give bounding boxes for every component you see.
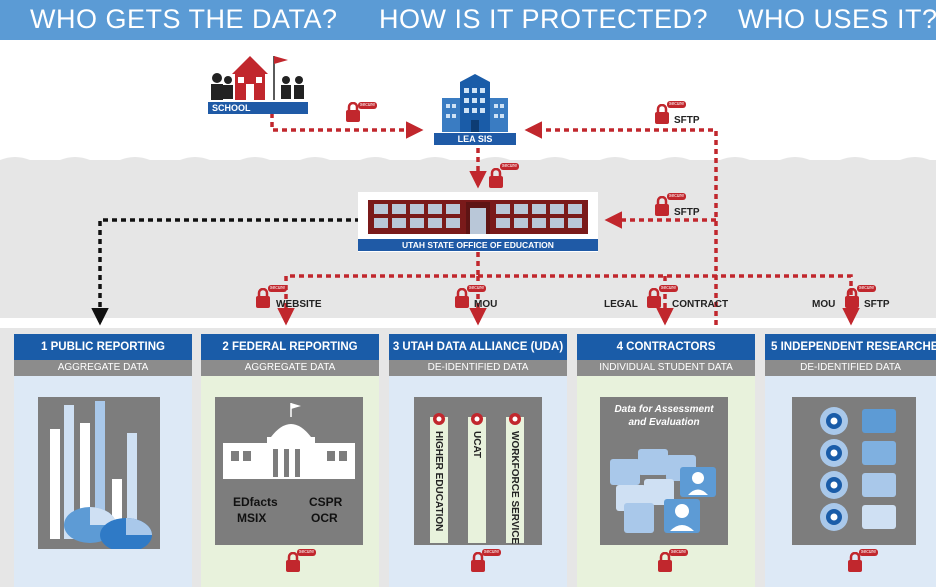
mou-researchers-label: MOU xyxy=(812,299,836,310)
caption-line-1: Data for Assessment xyxy=(614,404,714,415)
column-header-researchers: 5 INDEPENDENT RESEARCHERS xyxy=(765,334,936,360)
secure-tag: secure xyxy=(358,102,378,109)
secure-tag: secure xyxy=(500,163,520,170)
higher-ed-bar xyxy=(430,417,448,543)
lock-icon xyxy=(286,552,300,572)
lock-icon xyxy=(655,196,669,216)
header-how-protected: HOW IS IT PROTECTED? xyxy=(379,4,709,34)
lock-icon xyxy=(489,168,503,188)
usoe-building-icon xyxy=(368,200,588,234)
building-icon xyxy=(442,74,508,132)
lock-icon xyxy=(455,288,469,308)
sftp-mid-label: SFTP xyxy=(674,207,700,218)
band-divider xyxy=(0,318,936,328)
caption-line-2: and Evaluation xyxy=(628,417,700,428)
edfacts-label: EDfacts xyxy=(233,495,278,509)
column-header-contractors: 4 CONTRACTORS xyxy=(577,334,755,360)
column-sub-researchers: DE-IDENTIFIED DATA xyxy=(765,360,936,376)
column-sub-federal: AGGREGATE DATA xyxy=(201,360,379,376)
column-header-public: 1 PUBLIC REPORTING xyxy=(14,334,192,360)
secure-tag: secure xyxy=(268,285,288,292)
bar-pie-chart-icon xyxy=(50,401,152,552)
usoe-to-researchers-line xyxy=(478,274,860,326)
website-label: WEBSITE xyxy=(276,299,322,310)
lea-sis-node: LEA SIS xyxy=(434,72,516,146)
contract-label: CONTRACT xyxy=(672,299,729,310)
contractor-to-lea-line xyxy=(524,121,718,325)
usoe-to-federal-line xyxy=(277,252,480,326)
school-node: SCHOOL xyxy=(208,52,312,114)
sftp-top-label: SFTP xyxy=(674,115,700,126)
ucat-bar xyxy=(468,417,486,543)
lea-sis-label: LEA SIS xyxy=(434,133,516,145)
secure-tag: secure xyxy=(859,549,879,556)
uda-panel: HIGHER EDUCATION UCAT WORKFORCE SERVICE xyxy=(414,397,542,545)
lock-icon xyxy=(845,288,859,308)
school-icon xyxy=(211,56,304,100)
contractors-caption: Data for Assessment and Evaluation xyxy=(600,403,728,429)
school-label: SCHOOL xyxy=(208,102,308,114)
lock-icon xyxy=(256,288,270,308)
header-who-uses: WHO USES IT? xyxy=(738,4,936,34)
secure-tag: secure xyxy=(659,285,679,292)
msix-label: MSIX xyxy=(237,511,267,525)
ocr-label: OCR xyxy=(311,511,338,525)
ucat-label: UCAT xyxy=(471,431,482,459)
lock-icon xyxy=(848,552,862,572)
secure-tag: secure xyxy=(667,101,687,108)
wave-divider-top xyxy=(0,157,936,166)
workforce-service-label: WORKFORCE SERVICE xyxy=(509,431,520,545)
secure-tag: secure xyxy=(667,193,687,200)
uda-lock-icons xyxy=(433,413,521,425)
lock-icon xyxy=(655,104,669,124)
secure-tag: secure xyxy=(669,549,689,556)
legal-label: LEGAL xyxy=(604,299,638,310)
higher-education-label: HIGHER EDUCATION xyxy=(433,431,444,532)
column-header-uda: 3 UTAH DATA ALLIANCE (UDA) xyxy=(389,334,567,360)
header-who-gets: WHO GETS THE DATA? xyxy=(30,4,338,34)
secure-tag: secure xyxy=(482,549,502,556)
capitol-icon xyxy=(223,403,355,479)
column-sub-public: AGGREGATE DATA xyxy=(14,360,192,376)
researchers-panel xyxy=(792,397,916,545)
contractors-panel: Data for Assessment and Evaluation xyxy=(600,397,728,545)
lock-icon xyxy=(658,552,672,572)
public-reporting-panel xyxy=(38,397,160,552)
column-header-federal: 2 FEDERAL REPORTING xyxy=(201,334,379,360)
secure-tag: secure xyxy=(467,285,487,292)
researchers-data-icon xyxy=(820,407,896,531)
usoe-to-public-line xyxy=(91,218,360,326)
column-sub-uda: DE-IDENTIFIED DATA xyxy=(389,360,567,376)
lock-icon xyxy=(471,552,485,572)
mou-label: MOU xyxy=(474,299,498,310)
lock-icon xyxy=(346,102,360,122)
workforce-bar xyxy=(506,417,524,543)
header-bar: WHO GETS THE DATA? HOW IS IT PROTECTED? … xyxy=(0,0,936,40)
lock-icon xyxy=(647,288,661,308)
usoe-label: UTAH STATE OFFICE OF EDUCATION xyxy=(358,239,598,251)
column-sub-contractors: INDIVIDUAL STUDENT DATA xyxy=(577,360,755,376)
federal-reporting-panel: EDfacts CSPR MSIX OCR xyxy=(215,397,363,545)
cspr-label: CSPR xyxy=(309,495,343,509)
secure-tag: secure xyxy=(857,285,877,292)
sftp-right-label: SFTP xyxy=(864,299,890,310)
secure-tag: secure xyxy=(297,549,317,556)
usoe-node: UTAH STATE OFFICE OF EDUCATION xyxy=(358,192,598,252)
student-profiles-icon xyxy=(610,449,716,533)
